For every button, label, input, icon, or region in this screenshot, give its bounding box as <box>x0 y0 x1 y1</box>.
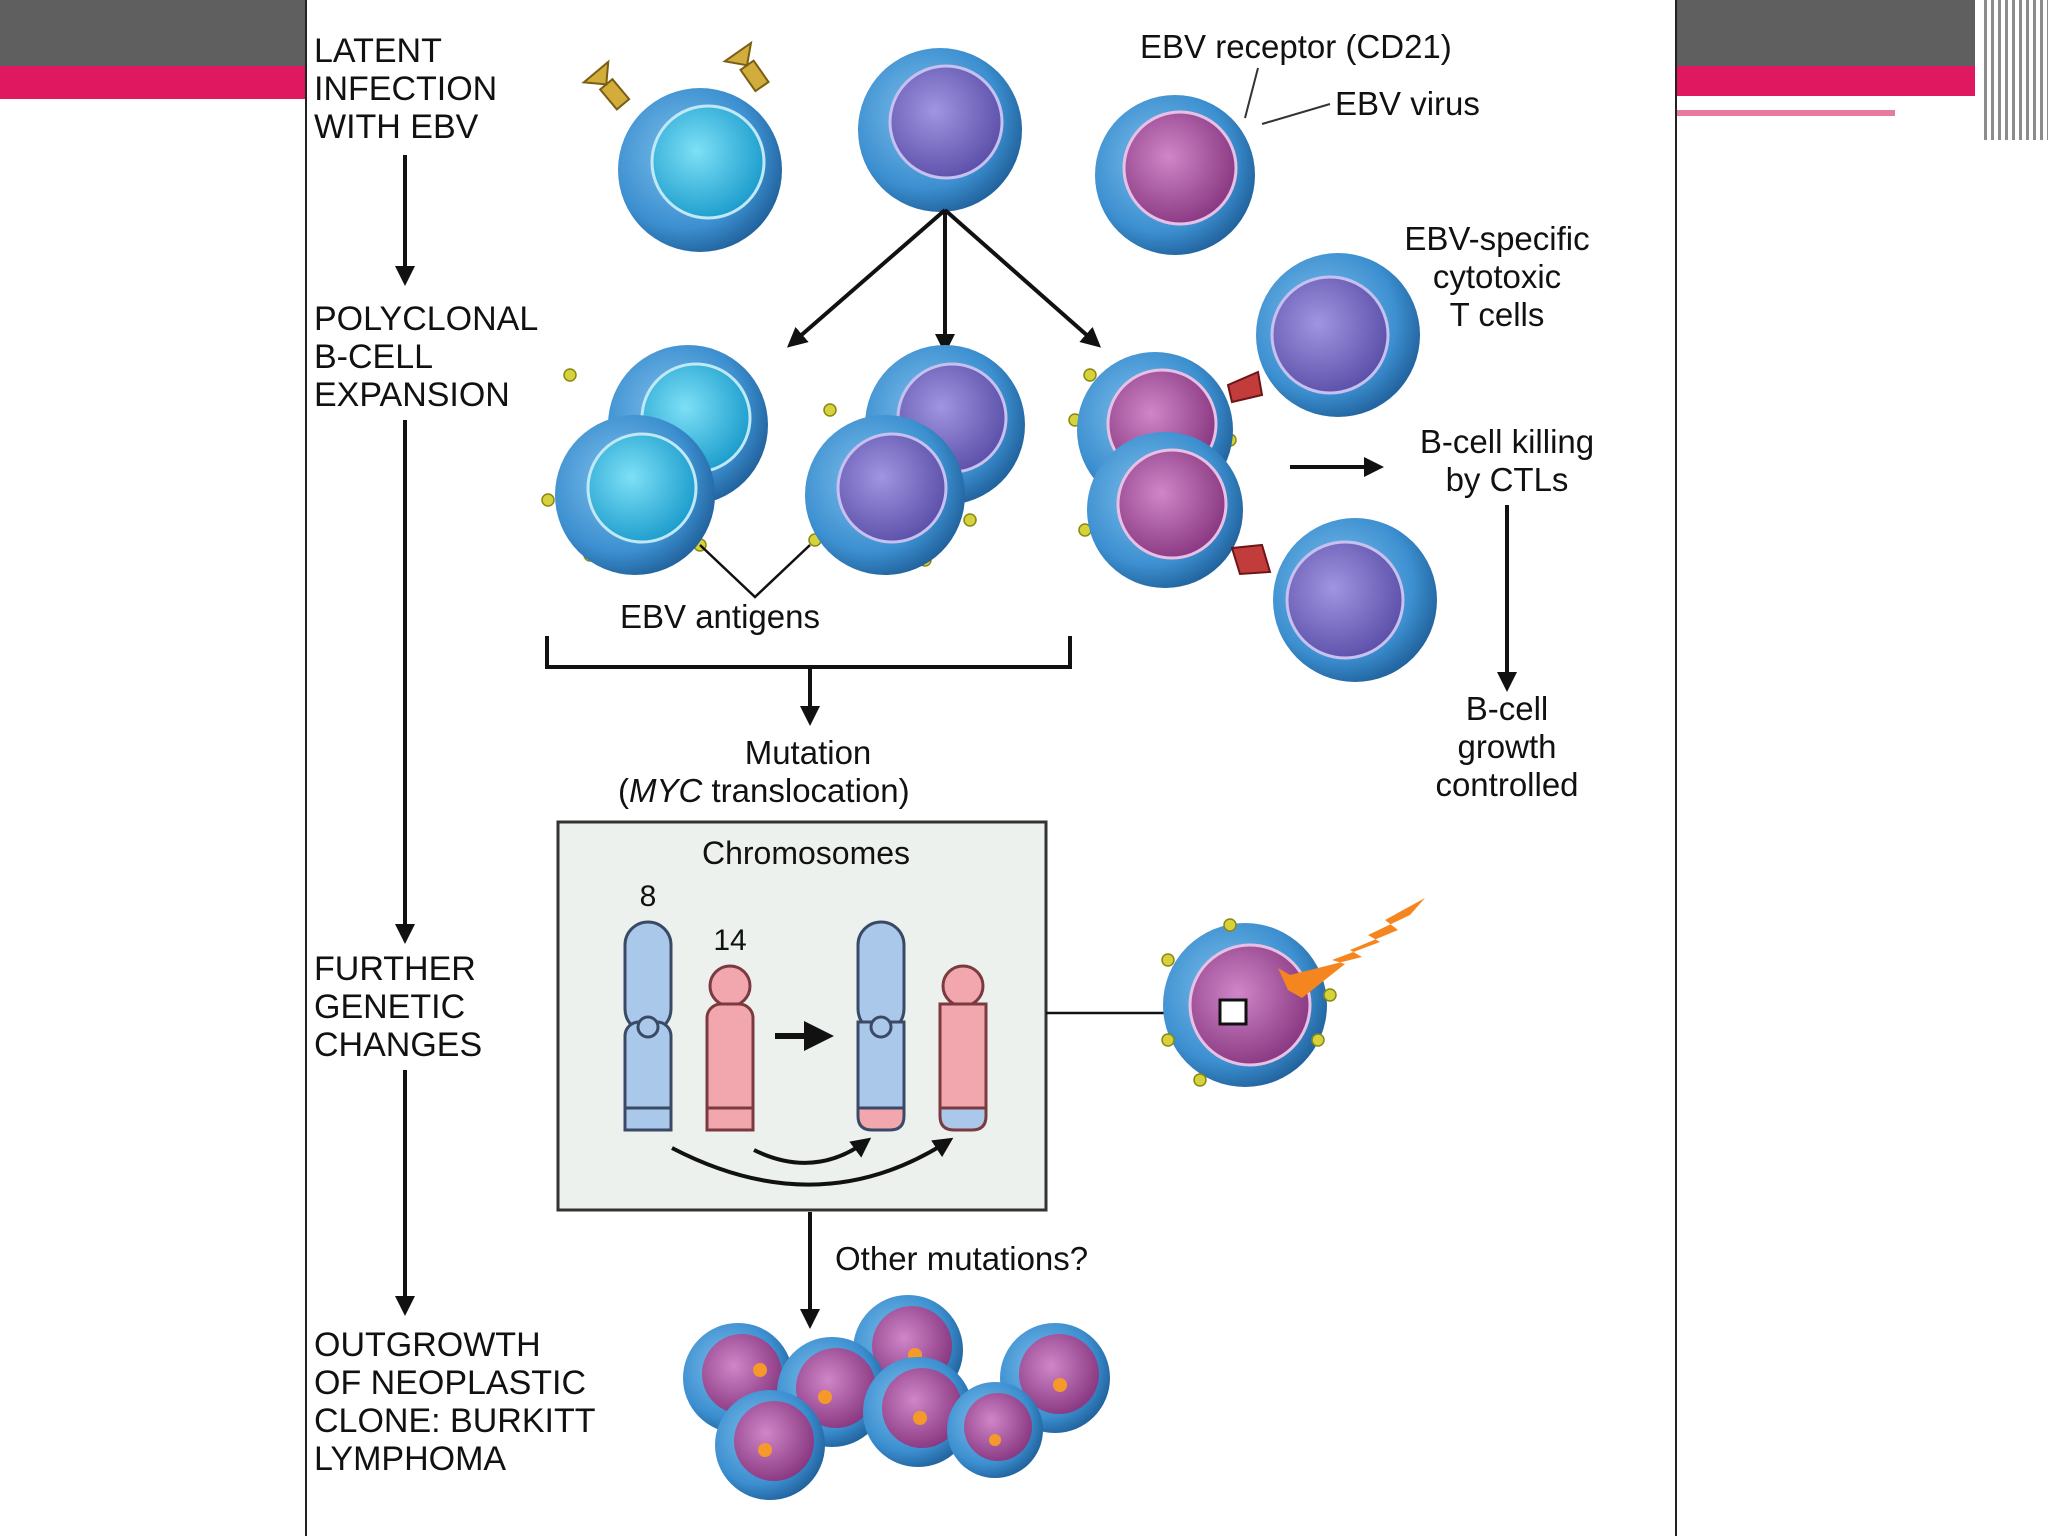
myc-paren: ( <box>618 772 629 809</box>
chromosomes-title: Chromosomes <box>702 835 910 871</box>
stage-2-line-3: EXPANSION <box>314 376 510 414</box>
translocation-site-marker <box>1218 998 1248 1026</box>
expanded-b-cells-magenta <box>1077 352 1243 588</box>
virus-pointer-line <box>1261 103 1331 125</box>
stage-label-further-changes: FURTHER GENETIC CHANGES <box>314 950 482 1064</box>
ctl-label-line-2: cytotoxic <box>1433 258 1561 295</box>
slide-accent-bar-left <box>0 66 305 99</box>
killing-label-line-1: B-cell killing <box>1420 423 1594 460</box>
ctl-label-line-3: T cells <box>1450 296 1545 333</box>
mutated-b-cell <box>1161 918 1337 1087</box>
myc-translocation-label: (MYC translocation) <box>618 772 910 809</box>
clone-cell <box>947 1382 1043 1478</box>
slide-header-bar-right <box>1675 0 1975 66</box>
clone-cell <box>863 1357 973 1467</box>
ctl-label: EBV-specific cytotoxic T cells <box>1404 220 1589 333</box>
other-mutations-label: Other mutations? <box>835 1240 1088 1277</box>
stage-4-line-2: OF NEOPLASTIC <box>314 1364 586 1402</box>
chromosome-14-derivative <box>938 964 988 1132</box>
stage-4-line-1: OUTGROWTH <box>314 1326 541 1364</box>
chromosome-14-label: 14 <box>713 924 746 957</box>
stage-label-latent-infection: LATENT INFECTION WITH EBV <box>314 32 497 146</box>
controlled-label-line-2: growth <box>1457 728 1556 765</box>
controlled-label-line-1: B-cell <box>1466 690 1549 727</box>
chromosome-8-original <box>623 920 673 1132</box>
slide-header-bar-left <box>0 0 305 66</box>
infected-b-cell-cyan <box>618 88 782 252</box>
stage-3-line-3: CHANGES <box>314 1026 482 1064</box>
killing-label: B-cell killing by CTLs <box>1420 423 1594 498</box>
chromosome-8-label: 8 <box>640 880 657 913</box>
antigen-pointer-lines <box>699 544 811 599</box>
stage-2-line-1: POLYCLONAL <box>314 300 538 338</box>
expansion-arrow-left <box>786 208 947 348</box>
myc-translocation-text: translocation) <box>702 772 909 809</box>
stage-2-line-2: B-CELL <box>314 338 433 376</box>
killing-label-line-2: by CTLs <box>1446 461 1569 498</box>
swap-arc-lower <box>671 1137 954 1187</box>
expanded-b-cells-cyan <box>555 345 768 575</box>
stage-1-line-3: WITH EBV <box>314 108 479 146</box>
stage-label-polyclonal-expansion: POLYCLONAL B-CELL EXPANSION <box>314 300 538 414</box>
swap-arc-upper <box>753 1137 872 1165</box>
stage-4-line-3: CLONE: BURKITT <box>314 1402 595 1440</box>
stage-3-line-2: GENETIC <box>314 988 465 1026</box>
controlled-label: B-cell growth controlled <box>1435 690 1578 803</box>
expansion-arrows <box>786 208 1101 354</box>
mutation-label: Mutation <box>745 734 872 771</box>
cytotoxic-t-cell-bottom <box>1230 518 1437 682</box>
cytotoxic-t-cell-top <box>1226 253 1420 417</box>
myc-gene-name: MYC <box>629 772 704 809</box>
stage-label-burkitt-outgrowth: OUTGROWTH OF NEOPLASTIC CLONE: BURKITT L… <box>314 1326 595 1478</box>
stage-4-line-4: LYMPHOMA <box>314 1440 506 1478</box>
clone-cell <box>715 1390 825 1500</box>
ebv-virus-label: EBV virus <box>1335 85 1480 122</box>
infected-b-cell-purple <box>858 48 1022 212</box>
stage-1-line-1: LATENT <box>314 32 442 70</box>
chromosome-8-derivative <box>856 920 906 1132</box>
burkitt-clone-cells <box>683 1295 1110 1500</box>
ebv-antigens-label: EBV antigens <box>620 598 820 635</box>
ctl-label-line-1: EBV-specific <box>1404 220 1589 257</box>
stage-1-line-2: INFECTION <box>314 70 497 108</box>
slide-accent-bar-right <box>1675 66 1975 96</box>
chromosome-14-original <box>705 964 755 1132</box>
slide-corner-stripes <box>1980 0 2048 140</box>
lightning-bolt-icon <box>1278 898 1425 998</box>
controlled-label-line-3: controlled <box>1435 766 1578 803</box>
infected-b-cell-magenta <box>1095 95 1255 255</box>
expansion-arrow-right <box>943 208 1101 348</box>
slide-accent-line-right <box>1675 110 1895 116</box>
receptor-pointer-line <box>1244 67 1259 119</box>
expanded-b-cells-purple <box>805 345 1025 575</box>
figure-frame <box>305 0 1677 1536</box>
expansion-bracket <box>545 636 1072 669</box>
ebv-receptor-label: EBV receptor (CD21) <box>1140 28 1452 65</box>
stage-3-line-1: FURTHER <box>314 950 476 988</box>
